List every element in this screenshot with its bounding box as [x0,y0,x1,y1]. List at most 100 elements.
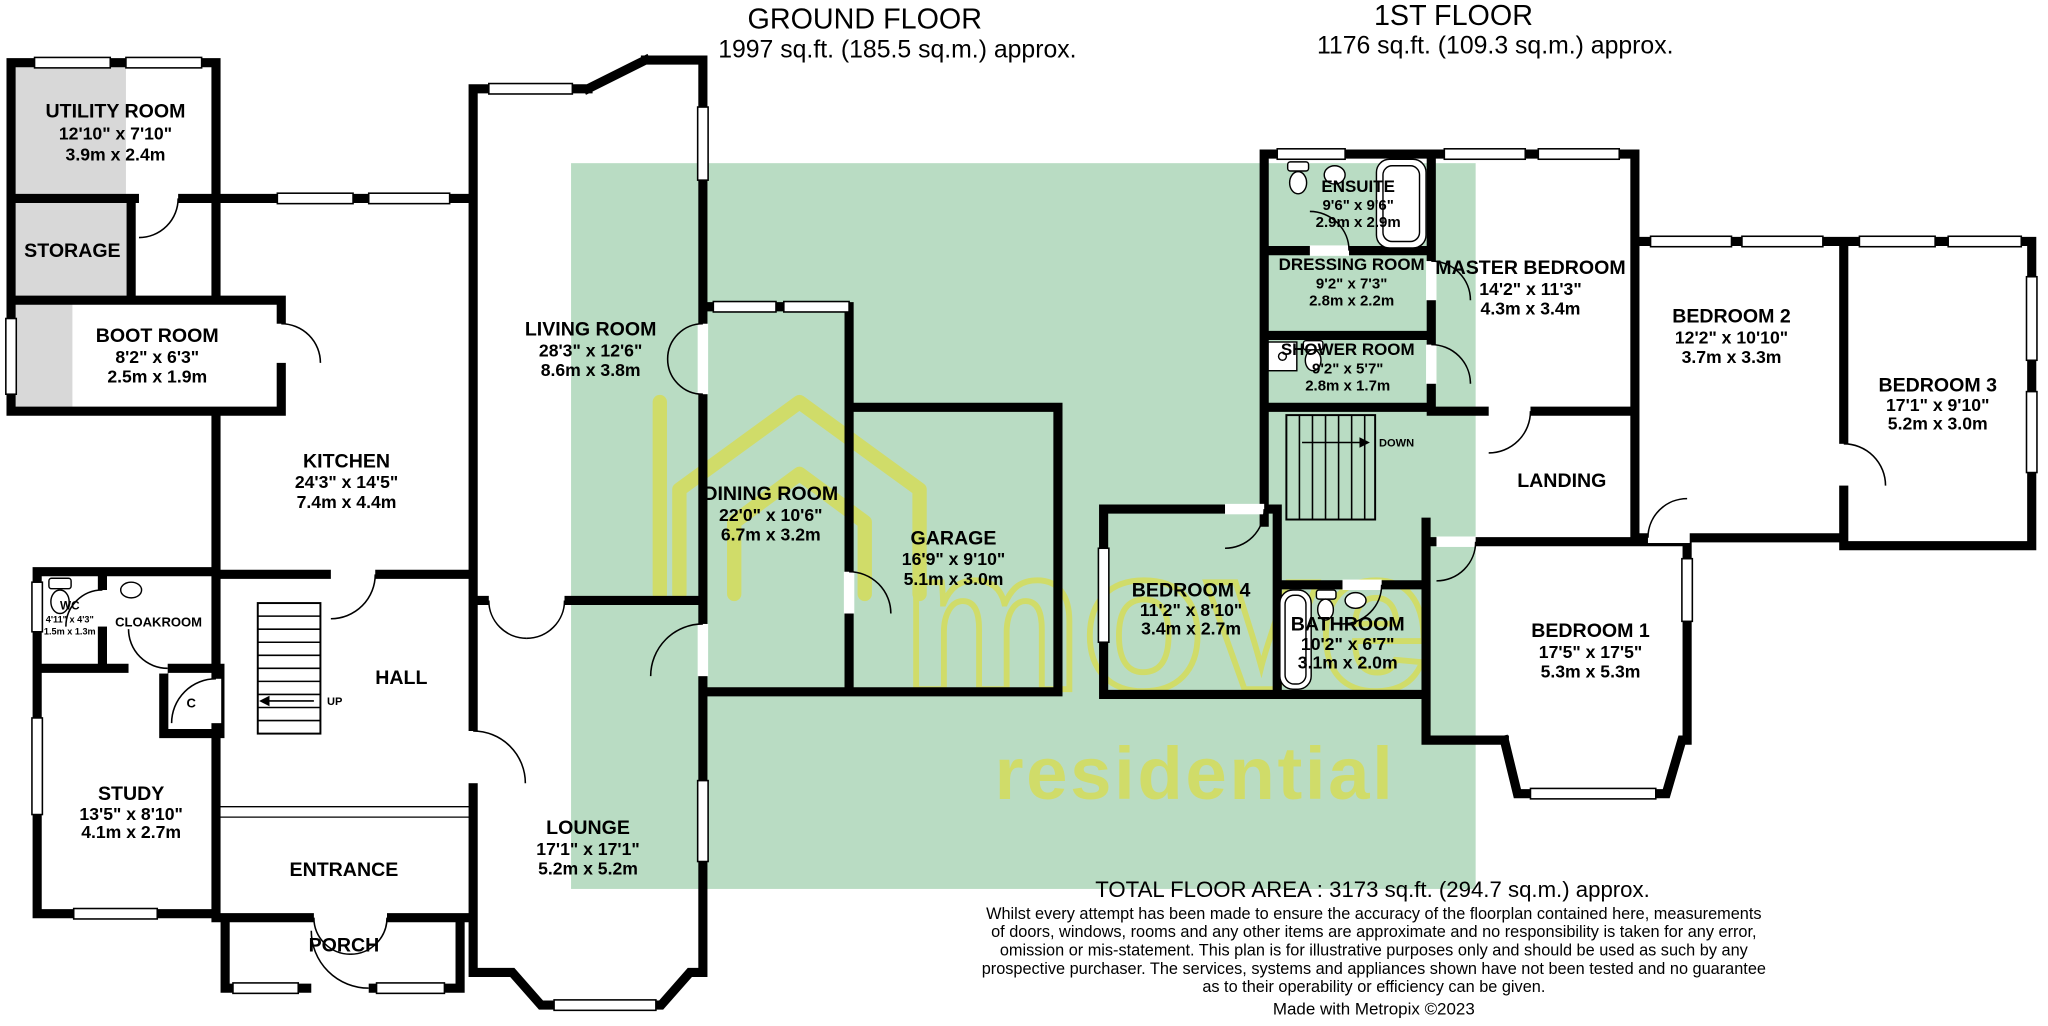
room-utility-name: UTILITY ROOM [46,100,186,122]
fixtures [48,158,1427,690]
window [1741,235,1824,248]
total-floor-area: TOTAL FLOOR AREA : 3173 sq.ft. (294.7 sq… [1095,877,1650,902]
bath-icon [1284,594,1307,685]
door-arc [281,322,322,363]
disclaimer-line: as to their operability or efficiency ca… [1202,978,1545,996]
window [5,317,18,395]
toilet-icon [1315,589,1337,600]
door-arc [330,574,377,620]
room-shower-imperial: 9'2" x 5'7" [1312,360,1383,377]
stairs-up-label: UP [327,696,343,708]
room-wc-metric: 1.5m x 1.3m [44,626,96,636]
window [1443,148,1527,161]
door-arc [1843,443,1887,486]
toilet-icon [1316,598,1335,621]
door-arc [666,358,703,395]
room-dining-imperial: 22'0" x 10'6" [719,505,822,525]
room-wc-imperial: 4'11" x 4'3" [46,615,94,625]
room-bedroom3-metric: 5.2m x 3.0m [1888,413,1988,433]
down-arrow-icon [1359,437,1370,448]
room-bedroom1-name: BEDROOM 1 [1531,620,1650,642]
room-bedroom2-imperial: 12'2" x 10'10" [1675,327,1788,347]
first-floor-area: 1176 sq.ft. (109.3 sq.m.) approx. [1317,33,1674,60]
room-boot-name: BOOT ROOM [96,325,219,347]
room-bathroom-metric: 3.1m x 2.0m [1298,652,1398,672]
door-arc [666,322,703,359]
door-arc [849,570,892,614]
window [232,982,300,995]
window [375,982,446,995]
room-cloakroom-name: CLOAKROOM [115,615,202,630]
room-lounge-imperial: 17'1" x 17'1" [536,839,639,859]
window [696,106,709,181]
room-study-imperial: 13'5" x 8'10" [79,804,182,824]
room-bedroom4-name: BEDROOM 4 [1132,580,1251,602]
room-dressing-imperial: 9'2" x 7'3" [1316,275,1387,292]
door-arc [1488,411,1532,454]
window [367,192,451,205]
toilet-icon [1286,161,1310,172]
door-arc [313,917,351,955]
stairs-down-label: DOWN [1379,437,1414,449]
footer-text: TOTAL FLOOR AREA : 3173 sq.ft. (294.7 sq… [982,877,1766,1018]
room-cupboard-name: C [186,695,196,710]
door-arc [310,930,369,989]
door-opening [210,678,222,724]
window [488,82,574,95]
room-labels-first: ENSUITE 9'6" x 9'6" 2.9m x 2.9m DRESSING… [1132,177,1997,682]
room-garage-metric: 5.1m x 3.0m [904,569,1004,589]
room-boot-metric: 2.5m x 1.9m [107,366,207,386]
room-utility-imperial: 12'10" x 7'10" [59,124,172,144]
door-arc [127,629,168,670]
door-opening [697,323,709,395]
window [783,300,850,313]
room-kitchen-name: KITCHEN [303,450,390,472]
staircase-ground [256,602,322,735]
room-bathroom-name: BATHROOM [1291,613,1405,635]
toilet-icon [50,589,70,615]
door-arc [526,600,566,640]
door-opening [1225,503,1265,515]
shower-icon [1277,351,1288,361]
window [1276,148,1346,161]
door-opening [128,663,168,674]
up-arrow-icon [259,695,270,707]
sink-icon [119,581,143,599]
door-arcs [65,198,1887,989]
disclaimer-line: Whilst every attempt has been made to en… [986,905,1761,923]
door-arc [65,589,103,627]
move-residential-logo: move residential [652,394,1433,815]
room-bedroom1-imperial: 17'5" x 17'5" [1539,642,1642,662]
first-floor-title: 1ST FLOOR [1374,0,1533,32]
room-wc-name: WC [60,600,80,613]
watermark-panel [571,163,1476,889]
sink-icon [1344,591,1367,610]
ground-floor-title: GROUND FLOOR [748,4,982,36]
room-bedroom1-metric: 5.3m x 5.3m [1541,661,1641,681]
window [1947,235,2023,248]
door-openings [97,193,1849,994]
door-opening [311,982,369,994]
door-arc [1225,509,1265,550]
door-arc [473,730,527,784]
window [33,56,112,69]
door-opening [1309,245,1350,256]
room-living-metric: 8.6m x 3.8m [541,360,641,380]
entrance-steps [219,806,471,818]
room-dressing-metric: 2.8m x 2.2m [1309,292,1394,309]
room-lounge-name: LOUNGE [546,817,630,839]
window [1681,557,1694,623]
window [696,779,709,863]
window [276,192,354,205]
shaded-areas [14,66,128,408]
room-porch-name: PORCH [309,935,380,957]
window [2025,275,2038,362]
windows [5,56,2038,1012]
room-kitchen-metric: 7.4m x 4.4m [297,492,397,512]
window [2025,390,2038,474]
door-opening [1838,443,1849,486]
room-labels-ground: UTILITY ROOM 12'10" x 7'10" 3.9m x 2.4m … [24,100,1005,956]
door-opening [1488,405,1531,417]
